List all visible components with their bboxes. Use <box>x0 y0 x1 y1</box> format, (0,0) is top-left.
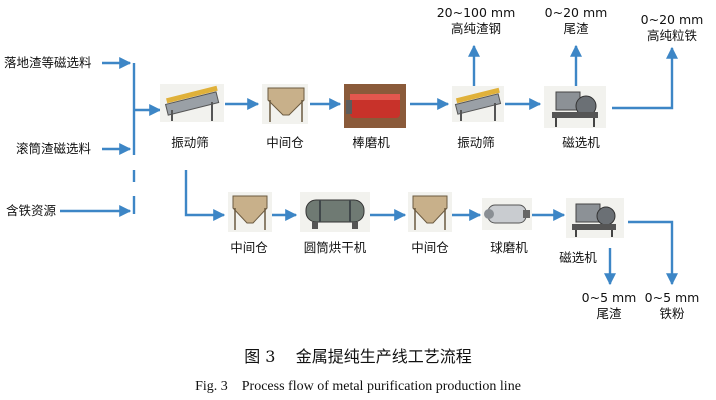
arrow-to-bin2 <box>184 170 226 221</box>
input-ground-slag-label: 落地渣等磁选料 <box>4 55 92 70</box>
separator1-label: 磁选机 <box>562 135 600 150</box>
arrow-to-pellet <box>612 46 678 110</box>
powder-name-label: 铁粉 <box>659 306 685 321</box>
caption-english: Fig. 3 Process flow of metal purificatio… <box>195 379 521 394</box>
intermediate-bin-2-image <box>228 192 272 232</box>
vibrating-screen-2-image <box>452 86 504 122</box>
pellet-name-label: 高纯粒铁 <box>647 28 698 43</box>
intermediate-bin-3-image <box>408 192 452 232</box>
bin3-label: 中间仓 <box>411 240 449 255</box>
tail2-size-label: 0~5 mm <box>582 290 637 305</box>
arrow-to-powder <box>628 220 678 286</box>
screen2-label: 振动筛 <box>457 135 495 150</box>
output-labels: 20~100 mm 高纯渣钢 0~20 mm 尾渣 0~20 mm 高纯粒铁 0… <box>437 5 704 321</box>
intermediate-bin-1-image <box>262 84 308 124</box>
tail2-name-label: 尾渣 <box>596 306 622 321</box>
bin2-label: 中间仓 <box>230 240 268 255</box>
bin1-label: 中间仓 <box>266 135 304 150</box>
screen1-label: 振动筛 <box>171 135 209 150</box>
tail1-name-label: 尾渣 <box>563 21 589 36</box>
drum-dryer-image <box>300 192 370 232</box>
rod-mill-image <box>344 84 406 128</box>
equipment-labels: 振动筛 中间仓 棒磨机 振动筛 磁选机 中间仓 圆筒烘干机 中间仓 球磨机 磁选… <box>171 135 600 265</box>
magnetic-separator-1-image <box>544 86 606 128</box>
input-drum-slag-label: 滚筒渣磁选料 <box>16 141 92 156</box>
powder-size-label: 0~5 mm <box>645 290 700 305</box>
dryer-label: 圆筒烘干机 <box>304 240 367 255</box>
steel-size-label: 20~100 mm <box>437 5 516 20</box>
input-labels: 落地渣等磁选料 滚筒渣磁选料 含铁资源 <box>4 55 92 218</box>
separator2-label: 磁选机 <box>559 250 597 265</box>
flow-arrows <box>60 44 678 286</box>
steel-name-label: 高纯渣钢 <box>451 21 501 36</box>
ball-mill-image <box>482 198 532 230</box>
magnetic-separator-2-image <box>566 198 624 238</box>
vibrating-screen-1-image <box>160 84 224 122</box>
figure-caption: 图 3 金属提纯生产线工艺流程 Fig. 3 Process flow of m… <box>195 347 521 394</box>
ballmill-label: 球磨机 <box>490 240 528 255</box>
caption-chinese: 图 3 金属提纯生产线工艺流程 <box>244 347 472 366</box>
input-iron-resource-label: 含铁资源 <box>6 203 57 218</box>
tail1-size-label: 0~20 mm <box>545 5 608 20</box>
rodmill-label: 棒磨机 <box>352 135 390 150</box>
pellet-size-label: 0~20 mm <box>641 12 704 27</box>
